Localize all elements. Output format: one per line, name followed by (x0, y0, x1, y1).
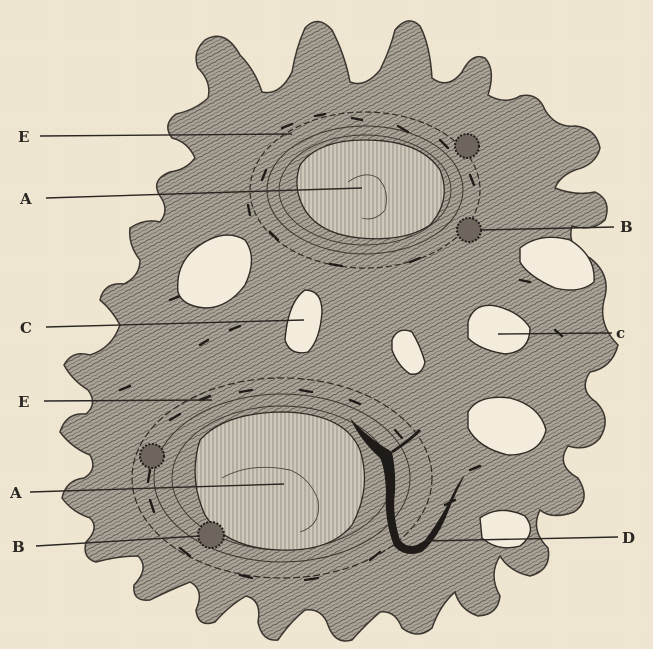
label-e-top: E (18, 128, 29, 146)
leader-c-right (498, 333, 612, 334)
label-c-left: C (20, 319, 32, 337)
round-cell-top (455, 134, 479, 158)
label-c-right: c (616, 324, 625, 342)
label-b-left: B (12, 538, 25, 556)
round-cell-b-left (198, 522, 224, 548)
round-cell-b-right (457, 218, 481, 242)
label-e-mid: E (18, 393, 29, 411)
label-d-right: D (622, 529, 635, 547)
label-a-top: A (19, 190, 32, 208)
leader-e-mid (44, 400, 212, 401)
round-cell-mid-left (140, 444, 164, 468)
label-a-bottom: A (9, 484, 22, 502)
hole-bottom-right (480, 510, 530, 547)
label-b-right: B (620, 218, 633, 236)
